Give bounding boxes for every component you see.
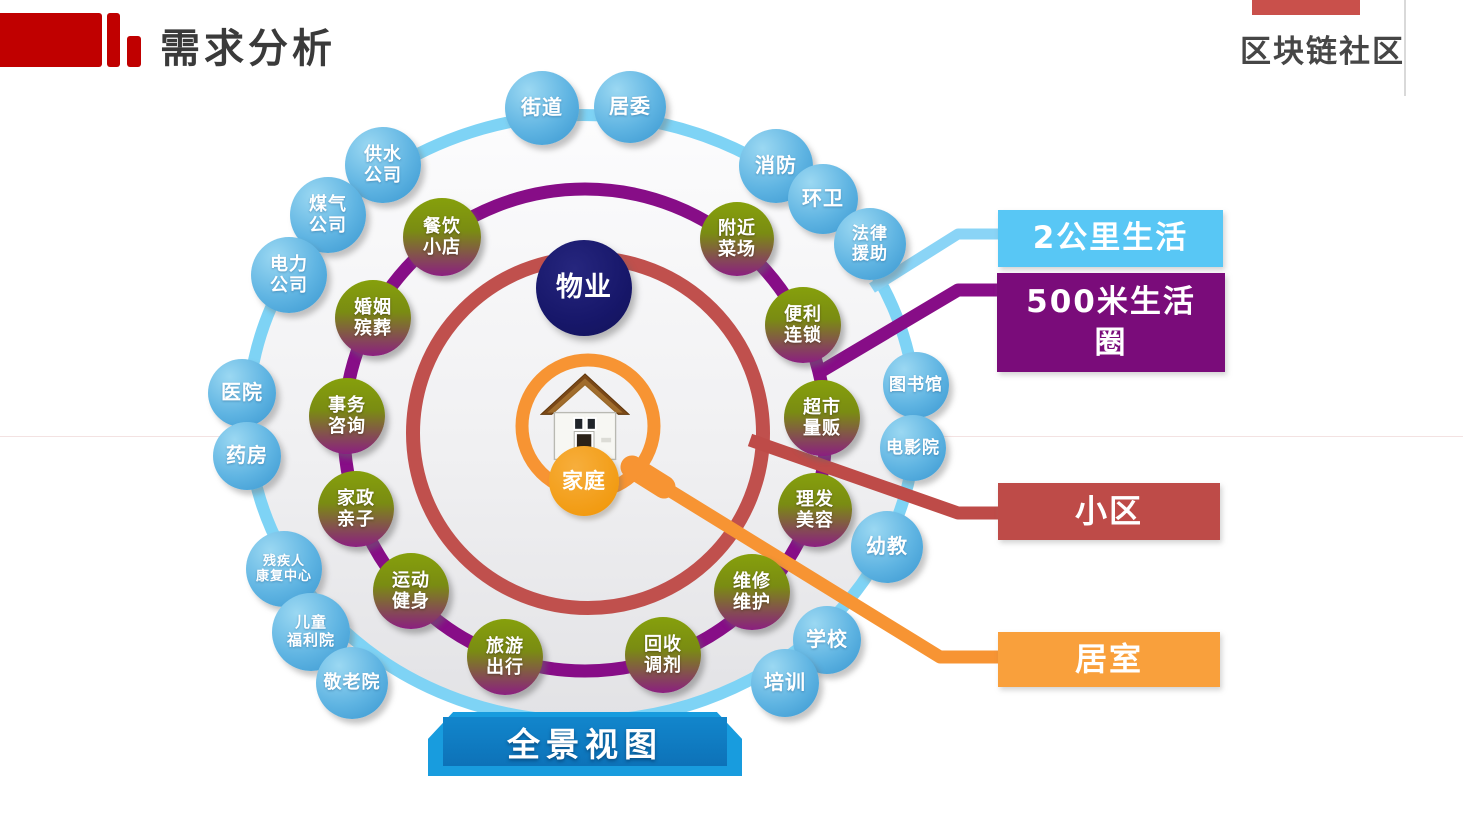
node-convenience-chain: 便利 连锁	[765, 287, 841, 363]
logo-small-bar-icon	[127, 36, 141, 67]
node-school: 学校	[793, 606, 861, 674]
node-committee: 居委	[594, 71, 666, 143]
connector-2km	[869, 228, 1006, 293]
node-training: 培训	[751, 649, 819, 717]
connector-community	[747, 433, 1006, 520]
node-sports-fitness: 运动 健身	[373, 553, 449, 629]
node-marriage-funeral: 婚姻 殡葬	[335, 280, 411, 356]
panorama-banner: 全景视图	[443, 717, 727, 766]
node-hair-beauty: 理发 美容	[778, 473, 852, 547]
node-travel: 旅游 出行	[467, 619, 543, 695]
node-restaurant: 餐饮 小店	[403, 198, 481, 276]
page-title: 需求分析	[160, 26, 336, 72]
logo-block-icon	[0, 13, 102, 67]
node-property: 物业	[536, 240, 632, 336]
brand-accent-rect	[1252, 0, 1360, 15]
legend-residence: 居室	[998, 632, 1220, 687]
node-library: 图书馆	[883, 352, 949, 418]
node-housekeeping: 家政 亲子	[318, 471, 394, 547]
node-legal-aid: 法律 援助	[834, 208, 906, 280]
brand-label: 区块链社区	[1240, 34, 1405, 70]
node-cinema: 电影院	[880, 415, 946, 481]
node-preschool: 幼教	[851, 511, 923, 583]
node-repair-maintenance: 维修 维护	[714, 554, 790, 630]
node-family: 家庭	[549, 446, 619, 516]
legend-community: 小区	[998, 483, 1220, 540]
node-hospital: 医院	[208, 359, 276, 427]
node-supermarket: 超市 量贩	[784, 380, 860, 456]
node-power-company: 电力 公司	[251, 237, 327, 313]
node-nearby-market: 附近 菜场	[700, 202, 774, 276]
connector-500m	[816, 283, 1006, 378]
node-nursing-home: 敬老院	[316, 647, 388, 719]
legend-life-2km: 2公里生活	[998, 210, 1223, 267]
logo-bar-icon	[107, 13, 120, 67]
node-pharmacy: 药房	[213, 422, 281, 490]
header-divider	[1404, 0, 1406, 96]
node-affairs-consulting: 事务 咨询	[309, 378, 385, 454]
legend-life-500m: 500米生活 圈	[997, 273, 1225, 372]
node-street: 街道	[505, 71, 579, 145]
node-recycling: 回收 调剂	[625, 617, 701, 693]
connector-residence	[634, 465, 1006, 664]
